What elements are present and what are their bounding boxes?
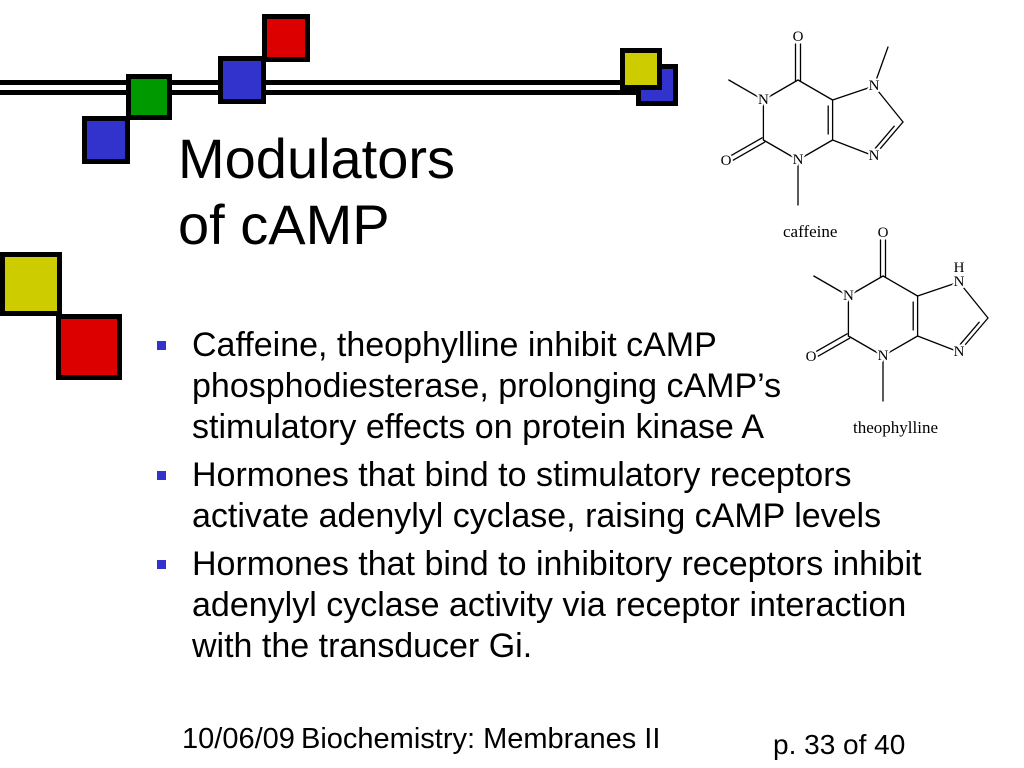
- bullet-text-line: with the transducer Gi.: [192, 627, 533, 665]
- bond: [814, 333, 848, 353]
- square-bullet-icon: [157, 341, 166, 350]
- bullet-text-line: stimulatory effects on protein kinase A: [192, 408, 765, 446]
- bullet-item: Caffeine, theophylline inhibit cAMP phos…: [157, 325, 922, 448]
- atom-label: N: [954, 274, 965, 290]
- bond: [882, 275, 919, 297]
- footer-course-title: Biochemistry: Membranes II: [301, 723, 661, 755]
- bond: [882, 335, 919, 357]
- theophylline-bonds: [813, 239, 989, 402]
- slide-title-line: of cAMP: [178, 193, 390, 256]
- bond: [958, 317, 989, 353]
- bond: [728, 79, 765, 101]
- bond: [762, 79, 799, 101]
- atom-label: O: [806, 349, 817, 365]
- slide-title-line: Modulators: [178, 127, 456, 190]
- square-bullet-icon: [157, 471, 166, 480]
- bullet-text-line: adenylyl cyclase activity via receptor i…: [192, 586, 907, 624]
- bond: [874, 125, 895, 149]
- bond: [916, 281, 960, 297]
- decor-square-yellow-small: [620, 48, 662, 90]
- bond: [762, 139, 799, 161]
- atom-label: O: [793, 29, 804, 45]
- atom-label: N: [843, 288, 854, 304]
- atom-label: N: [793, 152, 804, 168]
- decor-square-green: [126, 74, 172, 120]
- bond: [873, 46, 889, 87]
- atom-label: N: [869, 148, 880, 164]
- decor-rule-top: [0, 80, 652, 85]
- theophylline-structure: O H N N N O N: [804, 223, 989, 402]
- atom-label: N: [954, 344, 965, 360]
- bullet-list: Caffeine, theophylline inhibit cAMP phos…: [157, 325, 922, 667]
- decor-square-blue-top: [218, 56, 266, 104]
- footer-page-number: p. 33 of 40: [773, 729, 906, 760]
- bond: [797, 139, 834, 161]
- bullet-item: Hormones that bind to inhibitory recepto…: [157, 544, 922, 667]
- bullet-text-line: activate adenylyl cyclase, raising cAMP …: [192, 497, 882, 535]
- bond: [847, 275, 884, 297]
- atom-label: N: [869, 78, 880, 94]
- bullet-text-line: phosphodiesterase, prolonging cAMP’s: [192, 367, 782, 405]
- decor-square-red-top: [262, 14, 310, 62]
- bond: [873, 85, 904, 123]
- decor-square-red-big: [56, 314, 122, 380]
- bond: [847, 335, 884, 357]
- atom-label: H: [954, 260, 965, 276]
- bond: [958, 281, 989, 319]
- bond: [831, 85, 875, 101]
- bond: [797, 79, 834, 101]
- atom-label: O: [878, 225, 889, 241]
- atom-label: N: [878, 348, 889, 364]
- bond: [959, 321, 980, 345]
- decor-rule-bottom: [0, 90, 652, 95]
- caffeine-bonds: [728, 43, 904, 206]
- bond: [873, 121, 904, 157]
- caffeine-atoms: O N N O N N: [719, 27, 882, 171]
- theophylline-caption: theophylline: [853, 418, 938, 437]
- theophylline-atoms: O H N N N O N: [804, 223, 967, 367]
- slide-title: Modulators of cAMP: [178, 126, 455, 258]
- bullet-text-line: Caffeine, theophylline inhibit cAMP: [192, 326, 717, 364]
- bond: [916, 335, 960, 353]
- bond: [729, 137, 763, 157]
- caffeine-caption: caffeine: [783, 222, 838, 241]
- footer-date: 10/06/09: [182, 723, 295, 755]
- square-bullet-icon: [157, 560, 166, 569]
- bond: [831, 139, 875, 157]
- decor-square-blue-left: [82, 116, 130, 164]
- caffeine-structure: O N N O N N: [719, 27, 904, 206]
- bullet-item: Hormones that bind to stimulatory recept…: [157, 455, 922, 537]
- decor-square-yellow-big: [0, 252, 62, 316]
- bond: [731, 141, 766, 162]
- bullet-text-line: Hormones that bind to inhibitory recepto…: [192, 545, 922, 583]
- atom-label: O: [721, 153, 732, 169]
- bond: [816, 337, 851, 358]
- atom-label: N: [758, 92, 769, 108]
- bullet-text-line: Hormones that bind to stimulatory recept…: [192, 456, 852, 494]
- bond: [813, 275, 850, 297]
